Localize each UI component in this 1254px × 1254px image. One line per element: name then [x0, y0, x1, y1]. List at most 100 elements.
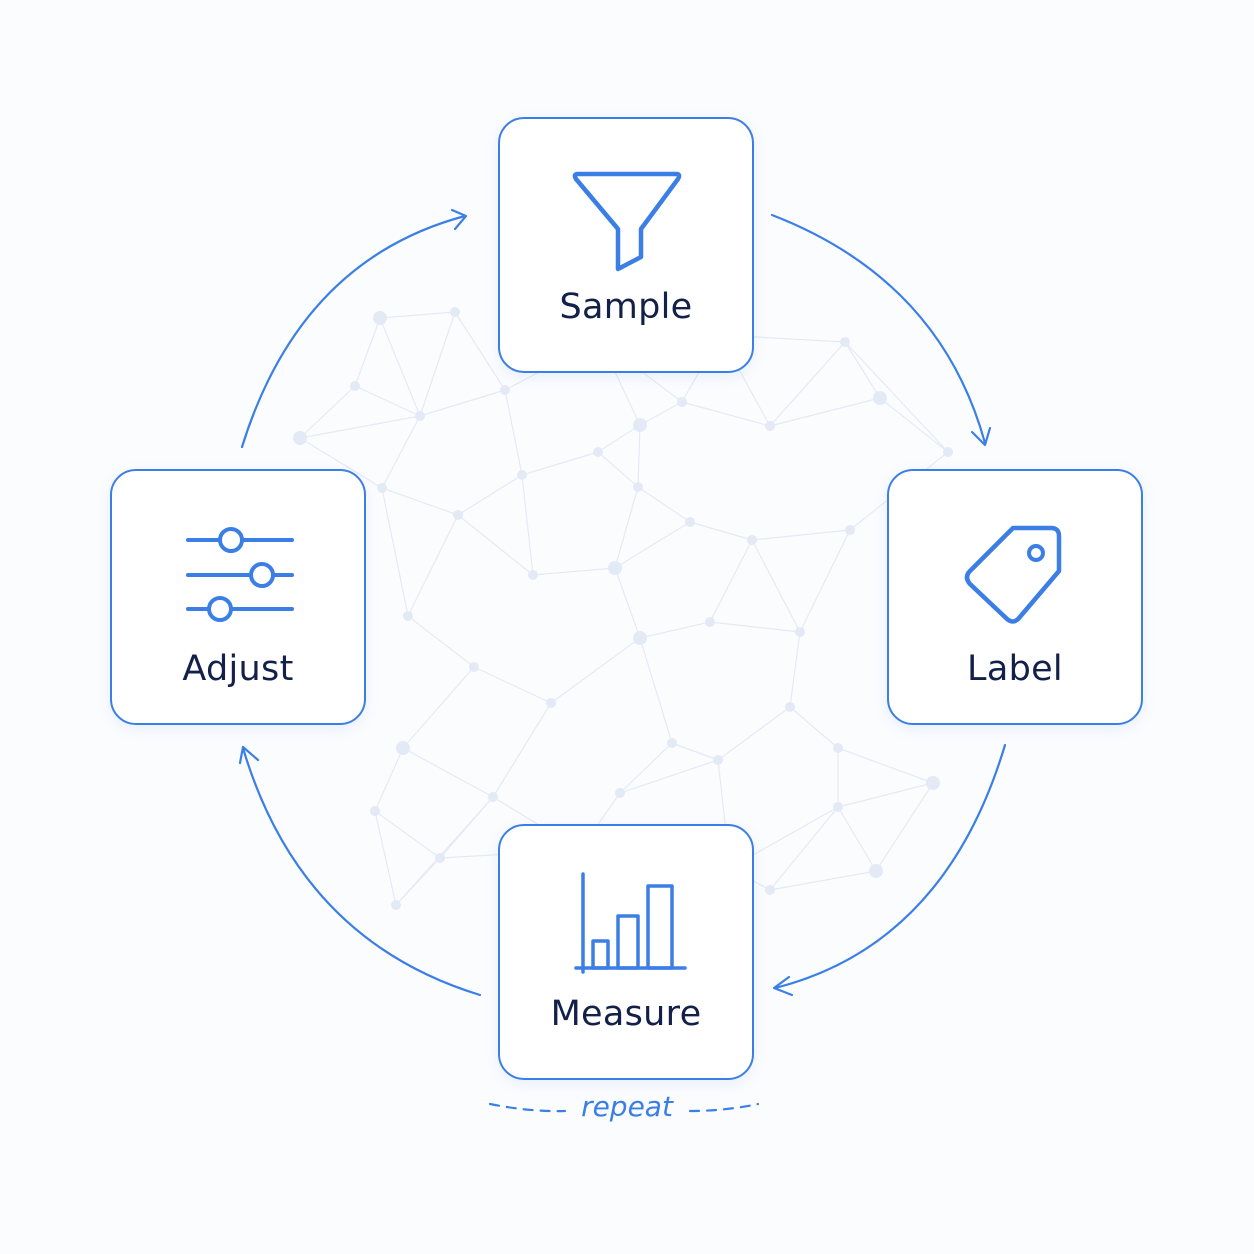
- network-edge: [637, 486, 691, 523]
- network-edge: [402, 747, 494, 798]
- step-adjust-card: Adjust: [110, 469, 366, 725]
- network-node: [403, 611, 413, 621]
- network-edge: [709, 539, 753, 623]
- network-node: [450, 307, 460, 317]
- network-node: [546, 698, 556, 708]
- network-node: [633, 482, 643, 492]
- network-edge: [381, 415, 421, 489]
- network-edge: [521, 474, 534, 576]
- network-node: [370, 806, 380, 816]
- network-node: [677, 397, 687, 407]
- network-edge: [875, 782, 934, 872]
- network-node: [435, 853, 445, 863]
- network-edge: [639, 637, 673, 744]
- network-edge: [637, 424, 641, 488]
- network-edge: [395, 796, 494, 906]
- network-edge: [419, 389, 506, 417]
- repeat-dash-left: [488, 1102, 567, 1113]
- network-edge: [614, 567, 641, 639]
- network-edge: [597, 451, 639, 488]
- arrow-head-measure: [772, 975, 794, 997]
- network-node: [293, 431, 307, 445]
- network-node: [943, 447, 953, 457]
- network-edge: [299, 415, 421, 439]
- network-edge: [454, 311, 506, 391]
- network-edge: [374, 810, 397, 906]
- network-node: [833, 802, 843, 812]
- step-measure-card: Measure: [498, 824, 754, 1080]
- network-node: [528, 570, 538, 580]
- network-node: [615, 788, 625, 798]
- network-node: [350, 381, 360, 391]
- network-edge: [381, 487, 409, 617]
- network-edge: [789, 631, 801, 708]
- network-edge: [407, 514, 459, 617]
- network-edge: [354, 385, 421, 417]
- bar-chart-icon: [574, 872, 687, 974]
- network-edge: [492, 702, 552, 798]
- network-edge: [844, 341, 881, 399]
- arrow-head-sample: [450, 208, 468, 231]
- network-edge: [299, 437, 383, 489]
- network-node: [396, 741, 410, 755]
- network-node: [785, 702, 795, 712]
- network-edge: [381, 487, 459, 516]
- arrow-sample-to-label: [770, 213, 987, 445]
- network-edge: [837, 782, 934, 808]
- arrow-adjust-to-sample: [240, 214, 467, 449]
- network-edge: [837, 806, 877, 872]
- network-edge: [614, 521, 691, 569]
- network-node: [373, 311, 387, 325]
- network-node: [391, 900, 401, 910]
- tag-icon: [964, 525, 1062, 624]
- network-node: [415, 411, 425, 421]
- network-edge: [751, 539, 801, 633]
- network-edge: [379, 317, 421, 417]
- network-edge: [799, 529, 851, 633]
- network-node: [453, 510, 463, 520]
- network-edge: [550, 637, 641, 704]
- network-edge: [769, 341, 846, 427]
- sliders-icon: [186, 527, 294, 622]
- arrow-measure-to-adjust: [241, 746, 482, 997]
- network-edge: [837, 747, 934, 784]
- network-node: [873, 391, 887, 405]
- step-adjust-label: Adjust: [182, 649, 294, 689]
- network-edge: [597, 424, 641, 453]
- network-edge: [379, 311, 456, 319]
- network-node: [517, 470, 527, 480]
- network-node: [765, 885, 775, 895]
- network-node: [869, 864, 883, 878]
- step-label-card: Label: [887, 469, 1143, 725]
- network-edge: [402, 666, 475, 749]
- network-edge: [671, 742, 719, 761]
- network-node: [633, 418, 647, 432]
- network-node: [747, 535, 757, 545]
- network-node: [765, 421, 775, 431]
- network-node: [593, 447, 603, 457]
- network-node: [926, 776, 940, 790]
- network-edge: [769, 806, 839, 891]
- network-edge: [619, 742, 673, 794]
- funnel-icon: [572, 171, 682, 272]
- network-edge: [374, 747, 404, 812]
- network-edge: [769, 870, 877, 891]
- arrow-head-label: [970, 426, 992, 447]
- network-node: [845, 525, 855, 535]
- network-node: [685, 517, 695, 527]
- network-edge: [689, 521, 753, 541]
- network-edge: [457, 474, 523, 516]
- network-edge: [473, 666, 552, 704]
- step-sample-label: Sample: [559, 287, 693, 327]
- network-edge: [639, 401, 683, 426]
- network-edge: [681, 401, 771, 427]
- network-edge: [532, 567, 616, 576]
- network-edge: [639, 621, 711, 639]
- network-edge: [457, 514, 534, 576]
- network-node: [667, 738, 677, 748]
- network-edge: [299, 385, 356, 439]
- network-node: [840, 337, 850, 347]
